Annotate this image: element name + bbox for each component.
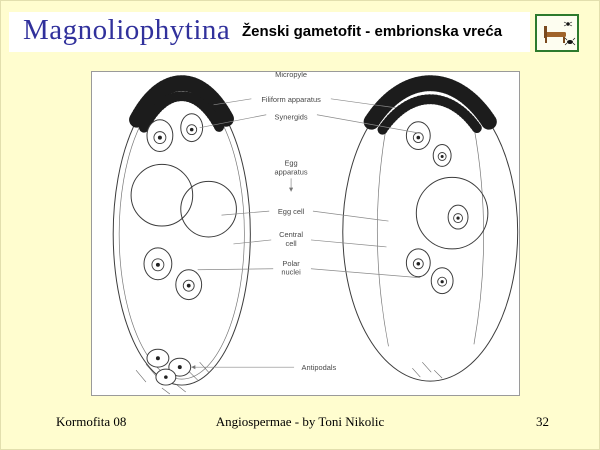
header-bar: Magnoliophytina Ženski gametofit - embri… bbox=[9, 12, 530, 52]
slide-logo-icon bbox=[535, 14, 579, 52]
label-polar-nuclei-line1: Polar bbox=[282, 259, 300, 268]
label-filiform-apparatus: Filiform apparatus bbox=[261, 95, 321, 104]
footer-page-number: 32 bbox=[536, 414, 549, 429]
label-egg-apparatus-line2: apparatus bbox=[275, 167, 308, 176]
label-synergids: Synergids bbox=[275, 113, 308, 122]
leader-lines bbox=[191, 98, 423, 370]
label-egg-cell: Egg cell bbox=[278, 207, 305, 216]
footer-credit: Angiospermae - by Toni Nikolic bbox=[215, 414, 385, 429]
label-antipodals: Antipodals bbox=[302, 363, 337, 372]
label-egg-apparatus-line1: Egg bbox=[284, 158, 297, 167]
right-embryo-sac bbox=[342, 75, 519, 382]
label-central-cell-line1: Central bbox=[279, 230, 303, 239]
footer: Angiospermae - by Toni Nikolic Kormofita… bbox=[1, 414, 599, 434]
label-micropyle: Micropyle bbox=[275, 72, 307, 79]
brand-title: Magnoliophytina bbox=[23, 14, 231, 46]
label-polar-nuclei-line2: nuclei bbox=[281, 268, 301, 277]
left-embryo-sac bbox=[112, 75, 251, 395]
insect-shape bbox=[567, 40, 573, 44]
bed-shape bbox=[544, 32, 566, 37]
furniture-insect-logo-graphic bbox=[537, 16, 577, 50]
diagram-labels: Micropyle Filiform apparatus Synergids E… bbox=[261, 72, 336, 372]
label-central-cell-line2: cell bbox=[286, 239, 298, 248]
diagram-panel: Micropyle Filiform apparatus Synergids E… bbox=[91, 71, 520, 396]
footer-course: Kormofita 08 bbox=[56, 414, 127, 429]
page-title: Ženski gametofit - embrionska vreća bbox=[241, 23, 503, 40]
embryo-sac-diagram: Micropyle Filiform apparatus Synergids E… bbox=[112, 72, 519, 395]
